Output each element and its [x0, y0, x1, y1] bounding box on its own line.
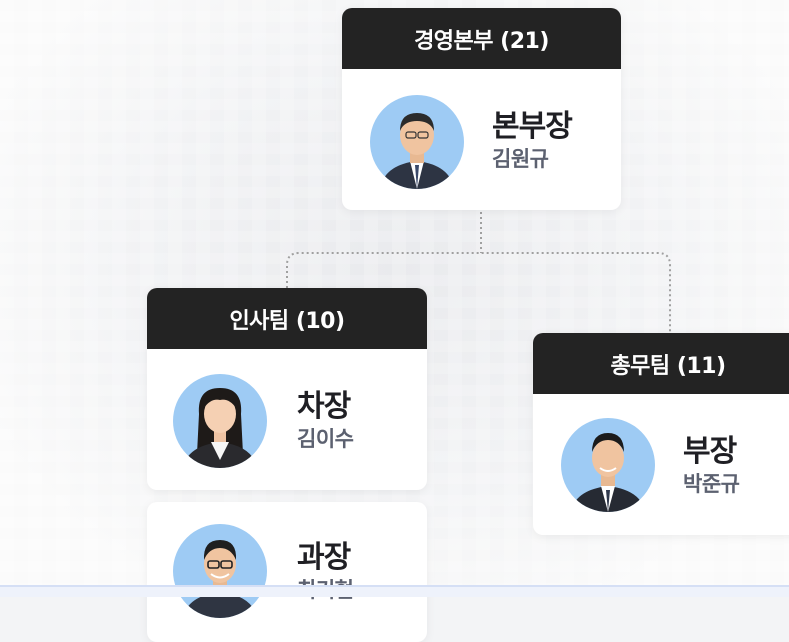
team-header: 경영본부 (21) — [342, 8, 621, 69]
person-role: 차장 — [297, 389, 351, 424]
team-header: 총무팀 (11) — [533, 333, 789, 394]
person-avatar-icon — [561, 418, 655, 512]
person-role: 부장 — [683, 434, 737, 469]
person-name: 김이수 — [297, 427, 354, 451]
person-role: 본부장 — [492, 109, 573, 144]
person-name: 박준규 — [683, 472, 740, 496]
org-card-hr-member[interactable]: 과장 최기현 — [147, 502, 427, 642]
org-connector-lines — [286, 212, 671, 333]
org-card-hr[interactable]: 인사팀 (10) 차장 김이수 — [147, 288, 427, 490]
person-name: 김원규 — [492, 147, 549, 171]
org-card-ga[interactable]: 총무팀 (11) 부장 박준규 — [533, 333, 789, 535]
person-role: 과장 — [297, 540, 351, 575]
person-avatar-icon — [173, 374, 267, 468]
person-avatar-icon — [370, 95, 464, 189]
org-card-hq[interactable]: 경영본부 (21) 본부장 김원규 — [342, 8, 621, 210]
bottom-bar — [0, 585, 789, 597]
team-header: 인사팀 (10) — [147, 288, 427, 349]
person-avatar-icon — [173, 524, 267, 618]
